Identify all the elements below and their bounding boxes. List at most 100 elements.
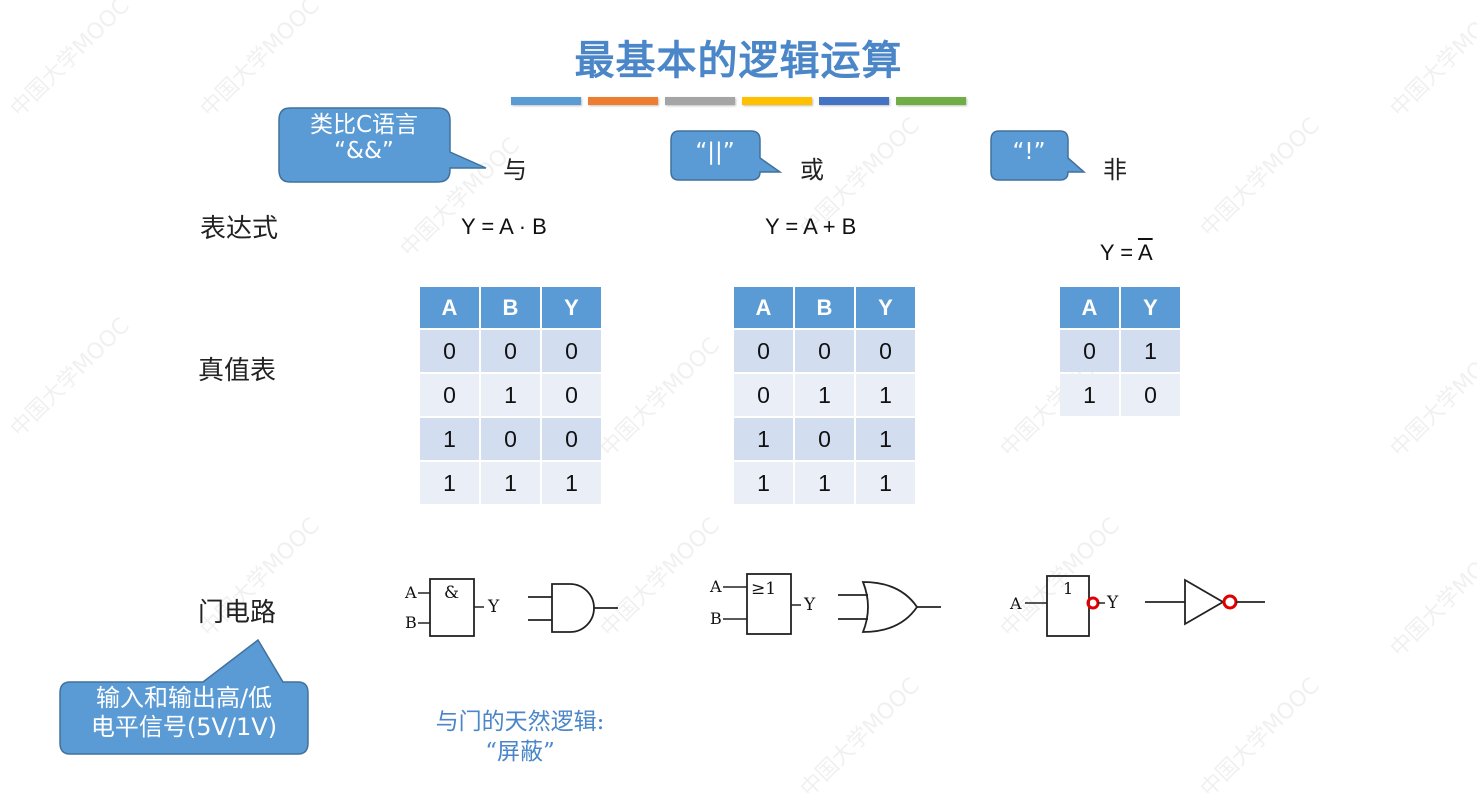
table-cell: 0	[542, 330, 601, 372]
table-cell: 0	[795, 330, 854, 372]
color-bar-green	[896, 97, 966, 105]
truth-table-or: A B Y 0 0 0 0 1 1 1 0 1 1 1 1	[732, 285, 917, 506]
and-gate-diagram: A B & Y	[400, 572, 640, 642]
table-cell: 1	[481, 462, 540, 504]
table-cell: 1	[734, 462, 793, 504]
title-color-bars	[511, 97, 966, 105]
table-cell: 1	[1060, 374, 1119, 416]
table-cell: 1	[856, 462, 915, 504]
table-cell: 0	[1121, 374, 1180, 416]
callout-signal-levels: 输入和输出高/低 电平信号(5V/1V)	[58, 638, 314, 758]
callout-and: 类比C语言 “&&”	[278, 107, 508, 187]
table-cell: 0	[542, 374, 601, 416]
callout-or: “||”	[670, 130, 790, 182]
inversion-bubble-icon	[1086, 596, 1100, 610]
table-cell: 1	[734, 418, 793, 460]
table-row: 1 1 1	[420, 462, 601, 504]
watermark: 中国大学MOOC	[595, 333, 725, 463]
expression-not-lhs: Y =	[1099, 240, 1138, 265]
svg-text:B: B	[710, 609, 722, 628]
table-cell: 1	[481, 374, 540, 416]
row-label-expression: 表达式	[200, 214, 279, 244]
table-header: Y	[856, 287, 915, 328]
and-gate-input-a: A	[404, 583, 417, 602]
or-gate-diagram: A B ≥1 Y	[705, 572, 955, 642]
table-row: 0 1 1	[734, 374, 915, 416]
svg-text:Y: Y	[1106, 593, 1119, 613]
svg-text:&: &	[444, 583, 459, 603]
inversion-bubble-icon	[1222, 594, 1238, 610]
table-cell: 0	[856, 330, 915, 372]
callout-not-text: “!”	[1012, 139, 1046, 165]
not-gate-diagram: A 1 Y	[1005, 572, 1275, 642]
callout-or-text: “||”	[695, 139, 735, 165]
and-gate-input-b: B	[405, 613, 417, 632]
and-gate-note: 与门的天然逻辑: “屏蔽”	[405, 708, 635, 768]
table-cell: 0	[734, 330, 793, 372]
color-bar-darkblue	[819, 97, 889, 105]
table-row: 1 0 0	[420, 418, 601, 460]
watermark: 中国大学MOOC	[5, 313, 135, 443]
watermark: 中国大学MOOC	[1385, 333, 1477, 463]
table-cell: 0	[1060, 330, 1119, 372]
table-header: A	[1060, 287, 1119, 328]
expression-or: Y = A + B	[765, 214, 857, 239]
table-header: B	[795, 287, 854, 328]
table-cell: 0	[420, 374, 479, 416]
table-cell: 1	[420, 462, 479, 504]
table-cell: 1	[856, 418, 915, 460]
table-row: 0 1 0	[420, 374, 601, 416]
watermark: 中国大学MOOC	[1385, 533, 1477, 663]
row-label-truth-table: 真值表	[198, 356, 277, 386]
callout-and-line1: 类比C语言	[309, 112, 419, 138]
table-row: 1 0 1	[734, 418, 915, 460]
table-cell: 0	[481, 330, 540, 372]
table-cell: 0	[795, 418, 854, 460]
callout-signal-line1: 输入和输出高/低	[95, 684, 273, 712]
table-cell: 0	[542, 418, 601, 460]
callout-tail-shape	[278, 107, 487, 183]
svg-text:≥1: ≥1	[751, 579, 776, 599]
table-header: B	[481, 287, 540, 328]
table-header-row: A B Y	[420, 287, 601, 328]
svg-text:A: A	[709, 577, 722, 596]
color-bar-blue	[511, 97, 581, 105]
table-row: 0 1	[1060, 330, 1180, 372]
op-label-and: 与	[503, 156, 527, 184]
table-cell: 1	[795, 462, 854, 504]
op-label-or: 或	[800, 156, 824, 184]
and-note-line2: “屏蔽”	[485, 738, 555, 765]
table-row: 1 0	[1060, 374, 1180, 416]
svg-text:1: 1	[1063, 579, 1073, 598]
table-cell: 0	[420, 330, 479, 372]
callout-not: “!”	[990, 130, 1090, 182]
watermark: 中国大学MOOC	[795, 673, 925, 803]
callout-tail-shape	[59, 638, 309, 755]
table-row: 1 1 1	[734, 462, 915, 504]
expression-not: Y = A	[1088, 214, 1153, 266]
table-cell: 1	[1121, 330, 1180, 372]
and-note-line1: 与门的天然逻辑:	[435, 709, 605, 735]
callout-tail-shape	[990, 130, 1086, 181]
color-bar-orange	[588, 97, 658, 105]
table-header-row: A Y	[1060, 287, 1180, 328]
callout-tail-shape	[670, 130, 783, 181]
or-gate-icon: A B ≥1 Y	[709, 573, 941, 635]
and-gate-icon: A B & Y	[404, 578, 618, 637]
op-label-not: 非	[1103, 156, 1127, 184]
expression-and: Y = A · B	[461, 214, 547, 239]
watermark: 中国大学MOOC	[1195, 673, 1325, 803]
table-cell: 1	[420, 418, 479, 460]
table-header: Y	[542, 287, 601, 328]
not-gate-icon: A 1 Y	[1009, 575, 1265, 637]
table-header: A	[420, 287, 479, 328]
table-cell: 1	[856, 374, 915, 416]
table-row: 0 0 0	[420, 330, 601, 372]
slide-title: 最基本的逻辑运算	[574, 37, 903, 84]
table-header: A	[734, 287, 793, 328]
table-cell: 0	[481, 418, 540, 460]
svg-text:Y: Y	[803, 595, 816, 615]
color-bar-yellow	[742, 97, 812, 105]
callout-signal-line2: 电平信号(5V/1V)	[90, 712, 278, 741]
truth-table-not: A Y 0 1 1 0	[1058, 285, 1182, 418]
